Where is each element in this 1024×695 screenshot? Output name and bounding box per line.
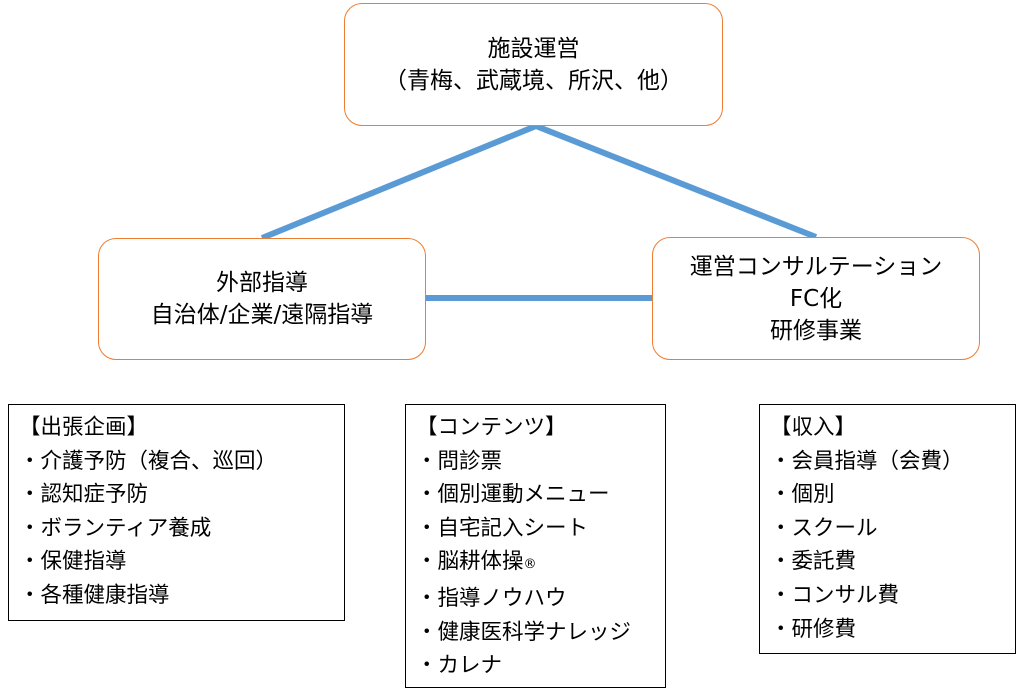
list-contents: 【コンテンツ】 ・問診票 ・個別運動メニュー ・自宅記入シート ・脳耕体操® ・…	[405, 404, 666, 688]
list-item: ・健康医科学ナレッジ	[416, 619, 632, 645]
registered-mark: ®	[523, 557, 537, 573]
node-consulting-line-1: 運営コンサルテーション	[689, 253, 943, 280]
list-item: ・問診票	[416, 448, 503, 474]
node-consulting-line-2: FC化	[789, 285, 843, 312]
node-external-guidance-title: 外部指導	[216, 270, 308, 296]
list-item: ・カレナ	[416, 653, 503, 679]
connector-top-to-left	[260, 123, 538, 241]
node-consulting-line-3: 研修事業	[770, 317, 862, 344]
node-consulting: 運営コンサルテーション FC化 研修事業	[652, 237, 980, 360]
list-revenue-header: 【収入】	[770, 415, 857, 440]
node-facility-operation-locations: （青梅、武蔵境、所沢、他）	[384, 67, 683, 94]
node-facility-operation-title: 施設運営	[487, 35, 580, 62]
node-external-guidance-subtitle: 自治体/企業/遠隔指導	[150, 302, 374, 328]
node-external-guidance: 外部指導 自治体/企業/遠隔指導	[98, 238, 426, 360]
list-contents-header: 【コンテンツ】	[416, 415, 567, 440]
list-item-brain-exercise: ・脳耕体操®	[416, 545, 665, 582]
list-revenue: 【収入】 ・会員指導（会費） ・個別 ・スクール ・委託費 ・コンサル費 ・研修…	[759, 404, 1016, 654]
list-item: ・指導ノウハウ	[416, 585, 567, 611]
node-facility-operation: 施設運営 （青梅、武蔵境、所沢、他）	[344, 3, 723, 126]
list-item: ・研修費	[770, 616, 857, 642]
list-outreach-header: 【出張企画】	[19, 415, 149, 440]
list-item: ・個別	[770, 482, 835, 508]
list-item: ・各種健康指導	[19, 582, 170, 608]
list-item: ・個別運動メニュー	[416, 482, 610, 508]
connector-top-to-right	[534, 123, 818, 240]
list-item: ・自宅記入シート	[416, 515, 589, 541]
brain-exercise-label: ・脳耕体操	[416, 549, 524, 575]
list-outreach-programs: 【出張企画】 ・介護予防（複合、巡回） ・認知症予防 ・ボランティア養成 ・保健…	[8, 404, 345, 621]
list-item: ・ボランティア養成	[19, 515, 212, 541]
list-item: ・会員指導（会費）	[770, 448, 964, 474]
list-item: ・コンサル費	[770, 582, 900, 608]
list-item: ・保健指導	[19, 549, 127, 575]
list-item: ・認知症予防	[19, 482, 149, 508]
list-item: ・介護予防（複合、巡回）	[19, 448, 278, 474]
list-item: ・委託費	[770, 549, 857, 575]
list-item: ・スクール	[770, 515, 878, 541]
